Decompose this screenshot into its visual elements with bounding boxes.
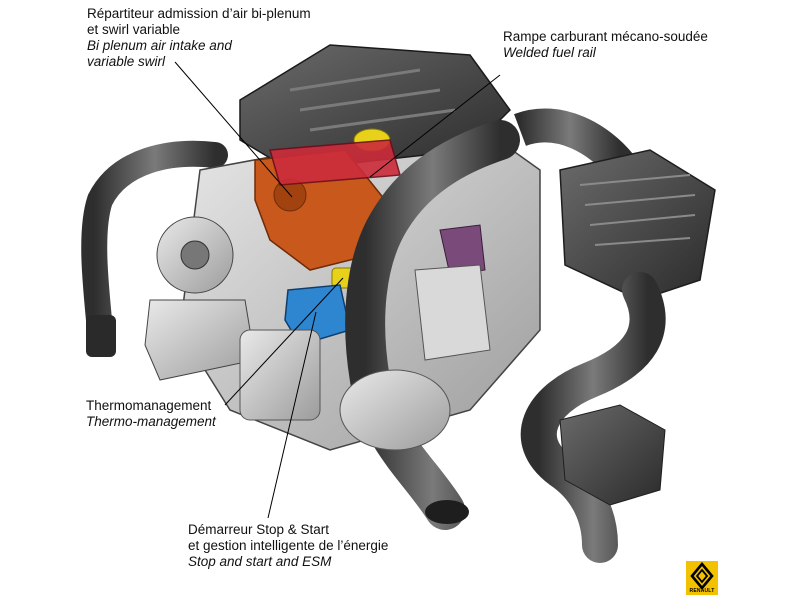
purple-bracket [439,224,486,276]
ecu-box [414,264,491,361]
air-box [559,149,716,301]
lower-right-duct [520,272,666,563]
central-intake-pipe [345,120,520,530]
label-thermo-en: Thermo-management [86,414,216,429]
label-thermomanagement: Thermomanagement Thermo-management [86,398,216,430]
label-intake-manifold: Répartiteur admission d’air bi-plenum et… [87,6,311,70]
right-intake-duct [514,108,634,177]
label-fuel-fr: Rampe carburant mécano-soudée [503,29,708,44]
fuel-rail [269,139,401,186]
label-intake-fr-1: Répartiteur admission d’air bi-plenum [87,6,311,21]
leader-starter [267,311,317,519]
label-fuel-en: Welded fuel rail [503,45,596,60]
leader-thermo [224,277,344,406]
label-starter-en: Stop and start and ESM [188,554,332,569]
leader-intake [174,61,293,198]
label-intake-en-1: Bi plenum air intake and [87,38,232,53]
left-intake-hose [81,140,228,343]
left-hose-end [86,315,116,357]
resonator-box [559,404,666,506]
logo-brand-text: RENAULT [689,588,715,594]
filter-housing [239,329,321,421]
pipe-end [425,500,469,524]
flywheel [339,369,451,451]
label-intake-fr-2: et swirl variable [87,22,181,37]
label-thermo-fr: Thermomanagement [86,398,212,413]
leader-fuel-rail [369,74,501,178]
renault-logo: RENAULT [686,561,718,595]
label-stop-start: Démarreur Stop & Start et gestion intell… [188,522,388,570]
alternator-hub [180,240,210,270]
starter-motor [144,299,256,381]
air-box-ribs [579,174,696,246]
label-intake-en-2: variable swirl [87,54,166,69]
renault-diamond-icon [690,562,714,590]
label-starter-fr-1: Démarreur Stop & Start [188,522,330,537]
label-starter-fr-2: et gestion intelligente de l’énergie [188,538,389,553]
cover-ridges [289,68,456,132]
label-fuel-rail: Rampe carburant mécano-soudée Welded fue… [503,29,708,61]
